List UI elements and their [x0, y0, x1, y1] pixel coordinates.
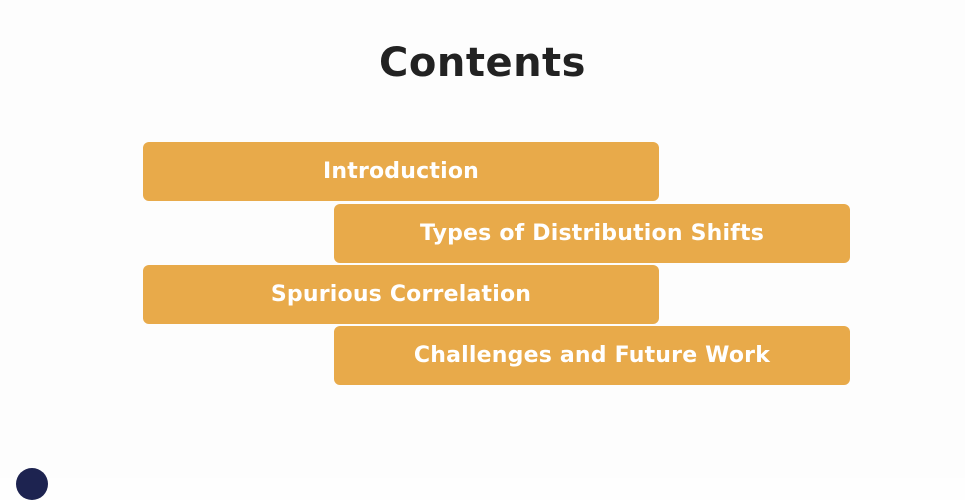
- contents-item-label: Types of Distribution Shifts: [419, 221, 765, 246]
- slide: Contents Introduction Types of Distribut…: [16, 40, 850, 500]
- contents-item-introduction: Introduction: [143, 142, 659, 201]
- contents-item-types-of-distribution-shifts: Types of Distribution Shifts: [334, 204, 850, 263]
- logo-icon: [16, 468, 48, 500]
- contents-item-spurious-correlation: Spurious Correlation: [143, 265, 659, 324]
- contents-item-challenges-and-future-work: Challenges and Future Work: [334, 326, 850, 385]
- contents-item-label: Spurious Correlation: [270, 282, 532, 307]
- page-title: Contents: [379, 40, 586, 86]
- contents-item-label: Introduction: [322, 159, 479, 184]
- contents-item-label: Challenges and Future Work: [413, 343, 771, 368]
